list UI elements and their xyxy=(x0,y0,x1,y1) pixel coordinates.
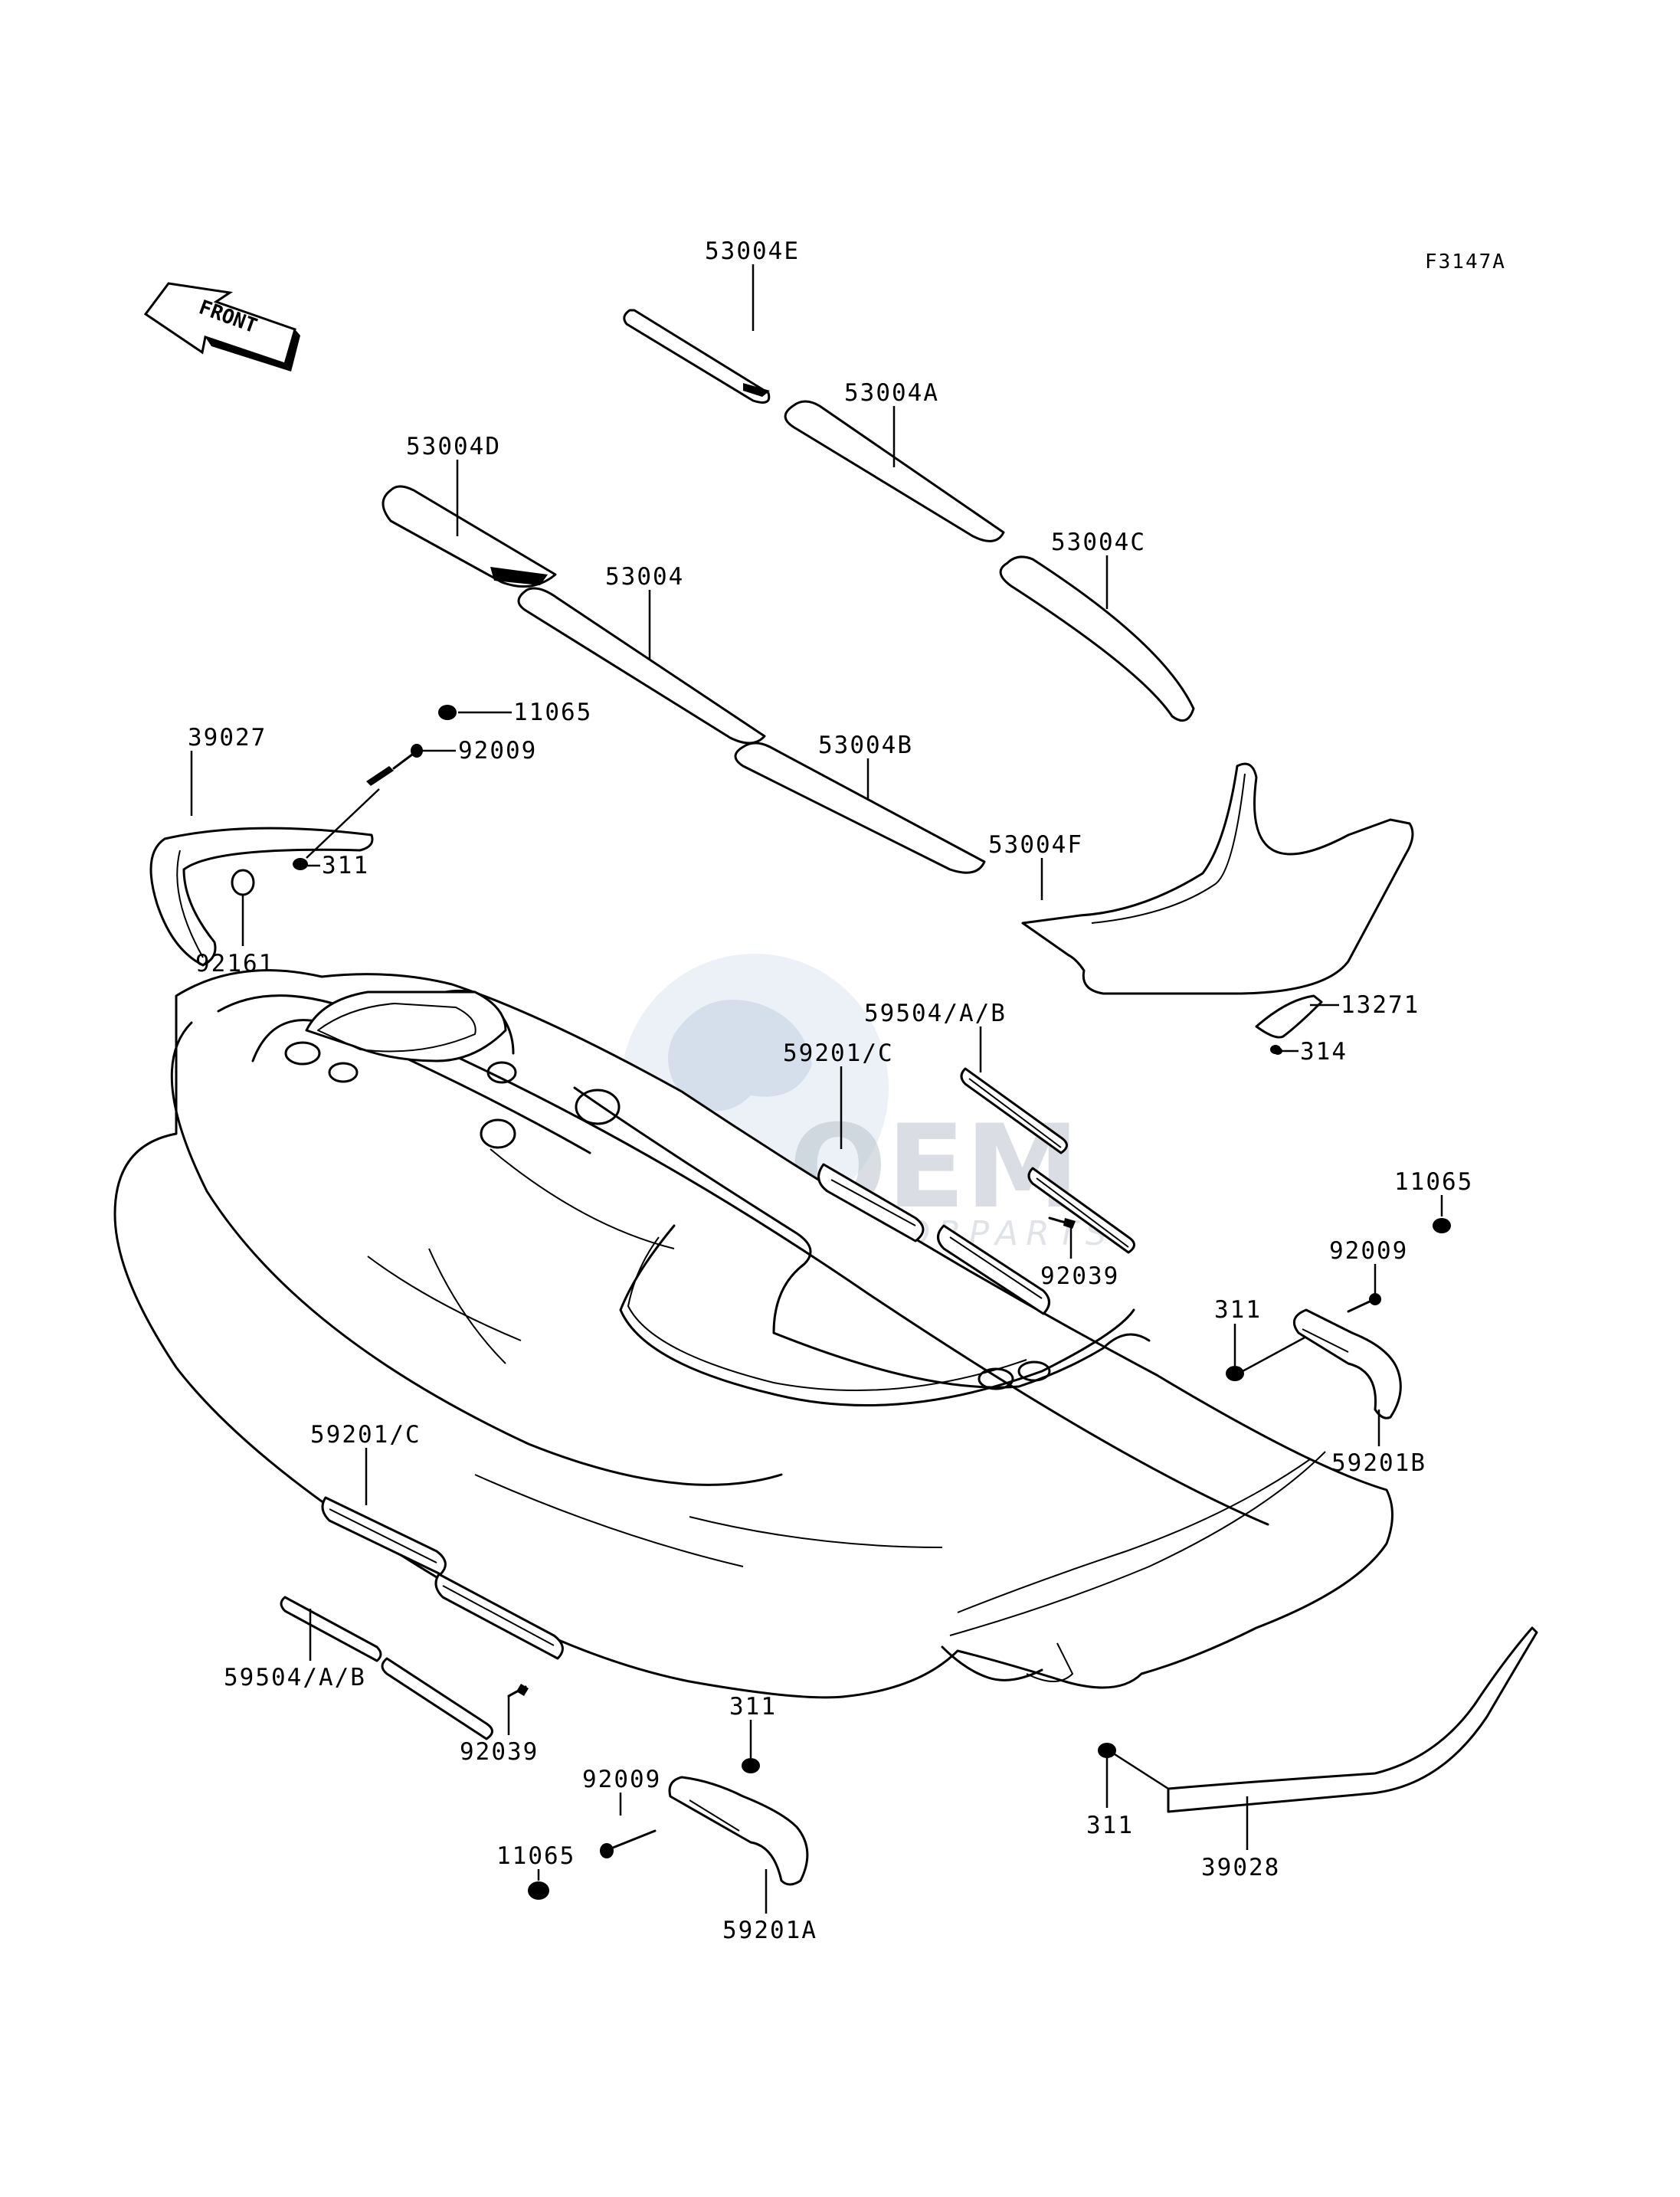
mat-53004D xyxy=(382,485,557,588)
label-39027: 39027 xyxy=(188,724,267,751)
nut-311-d-icon xyxy=(1098,1743,1116,1758)
label-53004F: 53004F xyxy=(988,831,1083,859)
label-311-a: 311 xyxy=(322,852,369,879)
part-labels: 53004E 53004A 53004D 53004C 53004 11065 … xyxy=(188,237,1473,1944)
label-92039-a: 92039 xyxy=(1040,1262,1119,1290)
rail-59504-bl-upper xyxy=(280,1596,382,1662)
label-11065-c: 11065 xyxy=(496,1842,575,1870)
bolt-92009-b-icon xyxy=(1347,1293,1381,1313)
diagram-code: F3147A xyxy=(1425,250,1506,273)
bolt-92009-c-icon xyxy=(600,1829,657,1858)
nut-311-c-icon xyxy=(742,1758,760,1773)
mat-53004B xyxy=(734,742,986,874)
screw-92039-a-icon xyxy=(1048,1216,1076,1229)
rail-59201C-lower xyxy=(937,1224,1050,1315)
guard-59201A xyxy=(668,1776,809,1886)
nut-11065-a-icon xyxy=(438,705,457,720)
rail-59504-lower xyxy=(1027,1167,1135,1254)
label-59504AB-b: 59504/A/B xyxy=(224,1664,366,1691)
rail-39028 xyxy=(1167,1626,1538,1813)
label-11065-b: 11065 xyxy=(1394,1168,1473,1196)
label-314: 314 xyxy=(1300,1038,1348,1066)
hull-body xyxy=(113,969,1393,1699)
label-311-d: 311 xyxy=(1086,1812,1134,1839)
mat-53004A xyxy=(784,400,1005,542)
label-59201C-a: 59201/C xyxy=(783,1040,894,1067)
label-92039-b: 92039 xyxy=(460,1738,539,1766)
nut-314-icon xyxy=(1273,1047,1282,1055)
nut-311-b-icon xyxy=(1226,1366,1244,1381)
label-13271: 13271 xyxy=(1341,991,1420,1019)
label-59504AB-a: 59504/A/B xyxy=(864,1000,1007,1027)
label-92161: 92161 xyxy=(195,950,274,977)
nut-311-a-icon xyxy=(293,858,308,870)
guard-59201B xyxy=(1292,1308,1402,1419)
plug-92161-icon xyxy=(231,869,255,896)
label-92009-a: 92009 xyxy=(458,737,537,765)
rail-59201C-bl-lower xyxy=(434,1573,564,1660)
label-59201A: 59201A xyxy=(722,1917,817,1944)
label-311-b: 311 xyxy=(1214,1296,1262,1324)
label-311-c: 311 xyxy=(729,1693,777,1721)
front-arrow-icon: FRONT xyxy=(143,282,300,372)
label-53004D: 53004D xyxy=(406,433,501,460)
watermark-globe-land xyxy=(668,1000,812,1111)
label-53004E: 53004E xyxy=(705,237,800,265)
mat-53004E xyxy=(623,309,771,404)
label-53004C: 53004C xyxy=(1051,529,1146,556)
nut-11065-b-icon xyxy=(1433,1218,1451,1233)
label-39028: 39028 xyxy=(1201,1854,1280,1881)
label-59201B: 59201B xyxy=(1331,1449,1426,1477)
label-59201C-b: 59201/C xyxy=(310,1421,421,1449)
label-53004A: 53004A xyxy=(844,379,939,407)
nut-11065-c-icon xyxy=(528,1881,549,1900)
label-92009-b: 92009 xyxy=(1329,1237,1408,1265)
screw-92039-b-icon xyxy=(507,1684,529,1698)
rail-59504-upper xyxy=(960,1067,1068,1154)
label-53004: 53004 xyxy=(605,563,684,591)
bolt-92009-a-icon xyxy=(366,744,423,786)
grab-handle-39027 xyxy=(149,827,374,967)
label-92009-c: 92009 xyxy=(582,1766,661,1793)
mat-53004F xyxy=(1021,762,1414,995)
leader-lines xyxy=(190,264,1443,1914)
rail-59201C-upper xyxy=(817,1163,925,1243)
label-53004B: 53004B xyxy=(818,732,913,759)
label-11065-a: 11065 xyxy=(513,699,592,726)
mat-53004C xyxy=(999,555,1195,722)
rail-59504-bl-lower xyxy=(381,1657,493,1740)
